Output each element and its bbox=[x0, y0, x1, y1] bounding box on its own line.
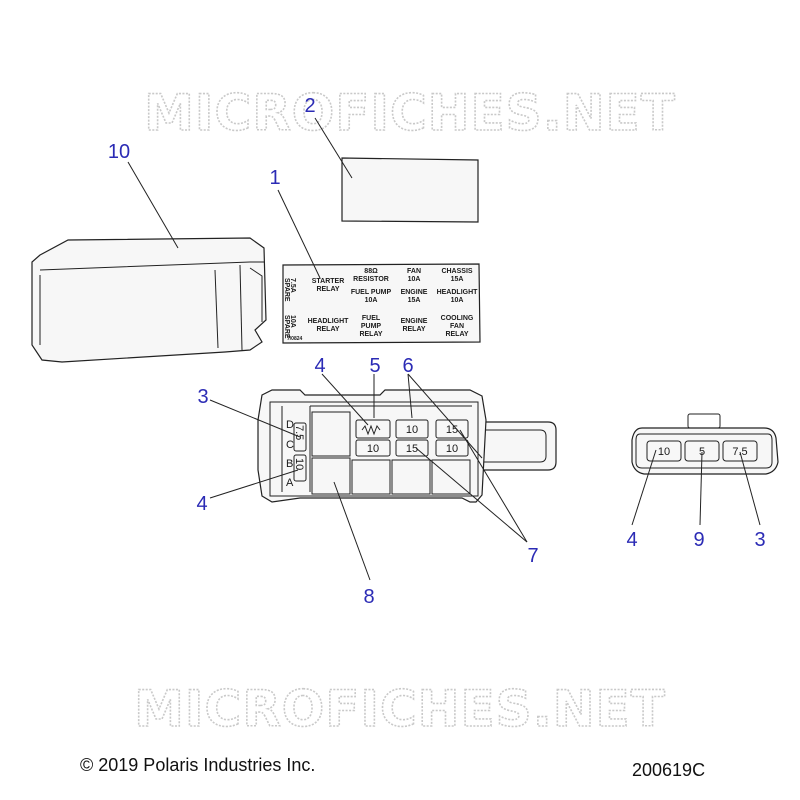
fuse-connector: 10 5 7.5 bbox=[631, 413, 779, 475]
row-letter-d: D bbox=[286, 419, 294, 431]
blank-label bbox=[341, 157, 479, 223]
callout-10: 10 bbox=[108, 141, 130, 163]
callout-1: 1 bbox=[269, 167, 280, 189]
label-spare-75a-b: SPARE bbox=[283, 278, 290, 302]
label-fuel-pump: FUEL PUMP bbox=[351, 289, 392, 296]
label-engine-relay-b: RELAY bbox=[402, 326, 425, 333]
label-engine-amps: 15A bbox=[408, 297, 421, 304]
label-spare-10a-b: SPARE bbox=[283, 315, 290, 339]
label-cooling-fan: FAN bbox=[450, 323, 464, 330]
copyright-text: © 2019 Polaris Industries Inc. bbox=[80, 755, 316, 775]
label-headlight-amps: 10A bbox=[451, 297, 464, 304]
label-starter-relay: RELAY bbox=[316, 286, 339, 293]
side-fuse-bottom-value: 10 bbox=[293, 458, 305, 470]
label-engine: ENGINE bbox=[401, 289, 428, 296]
label-fuel: FUEL bbox=[362, 315, 381, 322]
callout-7: 7 bbox=[527, 545, 538, 567]
callout-3-right: 3 bbox=[754, 529, 765, 551]
label-headlight: HEADLIGHT bbox=[437, 289, 479, 296]
callout-4-right: 4 bbox=[626, 529, 637, 551]
label-headlight-relay-b: RELAY bbox=[316, 326, 339, 333]
label-fuel-pump-relay: RELAY bbox=[359, 331, 382, 338]
callout-4-left: 4 bbox=[196, 493, 207, 515]
label-cooling-relay: RELAY bbox=[445, 331, 468, 338]
label-fan: FAN bbox=[407, 268, 421, 275]
label-spare-10a: 10A bbox=[289, 315, 296, 328]
callout-5: 5 bbox=[369, 355, 380, 377]
fuse-mid-2-value: 15 bbox=[406, 443, 418, 455]
fuse-mid-3-value: 10 bbox=[446, 443, 458, 455]
fuse-top-1-value: 10 bbox=[406, 424, 418, 436]
label-fan-amps: 10A bbox=[408, 276, 421, 283]
fuse-top-2-value: 15 bbox=[446, 424, 458, 436]
callout-2: 2 bbox=[304, 95, 315, 117]
row-letter-c: C bbox=[286, 439, 294, 451]
label-chassis: CHASSIS bbox=[441, 268, 472, 275]
label-cooling: COOLING bbox=[441, 315, 474, 322]
label-part-code: 7/0824 bbox=[287, 336, 303, 342]
watermark-bottom: MICROFICHES.NET bbox=[134, 680, 666, 738]
label-engine-relay: ENGINE bbox=[401, 318, 428, 325]
label-resistor: RESISTOR bbox=[353, 276, 389, 283]
row-letter-b: B bbox=[286, 458, 293, 470]
label-fuel-pump-amps: 10A bbox=[365, 297, 378, 304]
callout-4-top: 4 bbox=[314, 355, 325, 377]
callout-3-left: 3 bbox=[197, 386, 208, 408]
label-chassis-amps: 15A bbox=[451, 276, 464, 283]
side-fuse-top-value: 7.5 bbox=[293, 425, 305, 440]
callout-8: 8 bbox=[363, 586, 374, 608]
connector-fuse-1-value: 10 bbox=[658, 446, 670, 458]
fuse-mid-1-value: 10 bbox=[367, 443, 379, 455]
label-88-ohm: 88Ω bbox=[364, 268, 378, 275]
watermark-top: MICROFICHES.NET bbox=[144, 84, 676, 142]
fuse-label-sheet: 7.5A SPARE 10A SPARE STARTER RELAY 88Ω R… bbox=[282, 263, 481, 344]
label-spare-75a: 7.5A bbox=[289, 278, 296, 293]
drawing-number: 200619C bbox=[632, 760, 706, 780]
row-letter-a: A bbox=[286, 477, 294, 489]
label-pump: PUMP bbox=[361, 323, 382, 330]
label-headlight-relay: HEADLIGHT bbox=[308, 318, 350, 325]
callout-6: 6 bbox=[402, 355, 413, 377]
fuse-box-cover bbox=[31, 237, 267, 363]
leader-lines bbox=[127, 117, 761, 581]
callout-9: 9 bbox=[693, 529, 704, 551]
fuse-box-body: 7.5 10 D C B A 10 15 10 15 10 bbox=[257, 389, 557, 503]
label-starter: STARTER bbox=[312, 278, 345, 285]
